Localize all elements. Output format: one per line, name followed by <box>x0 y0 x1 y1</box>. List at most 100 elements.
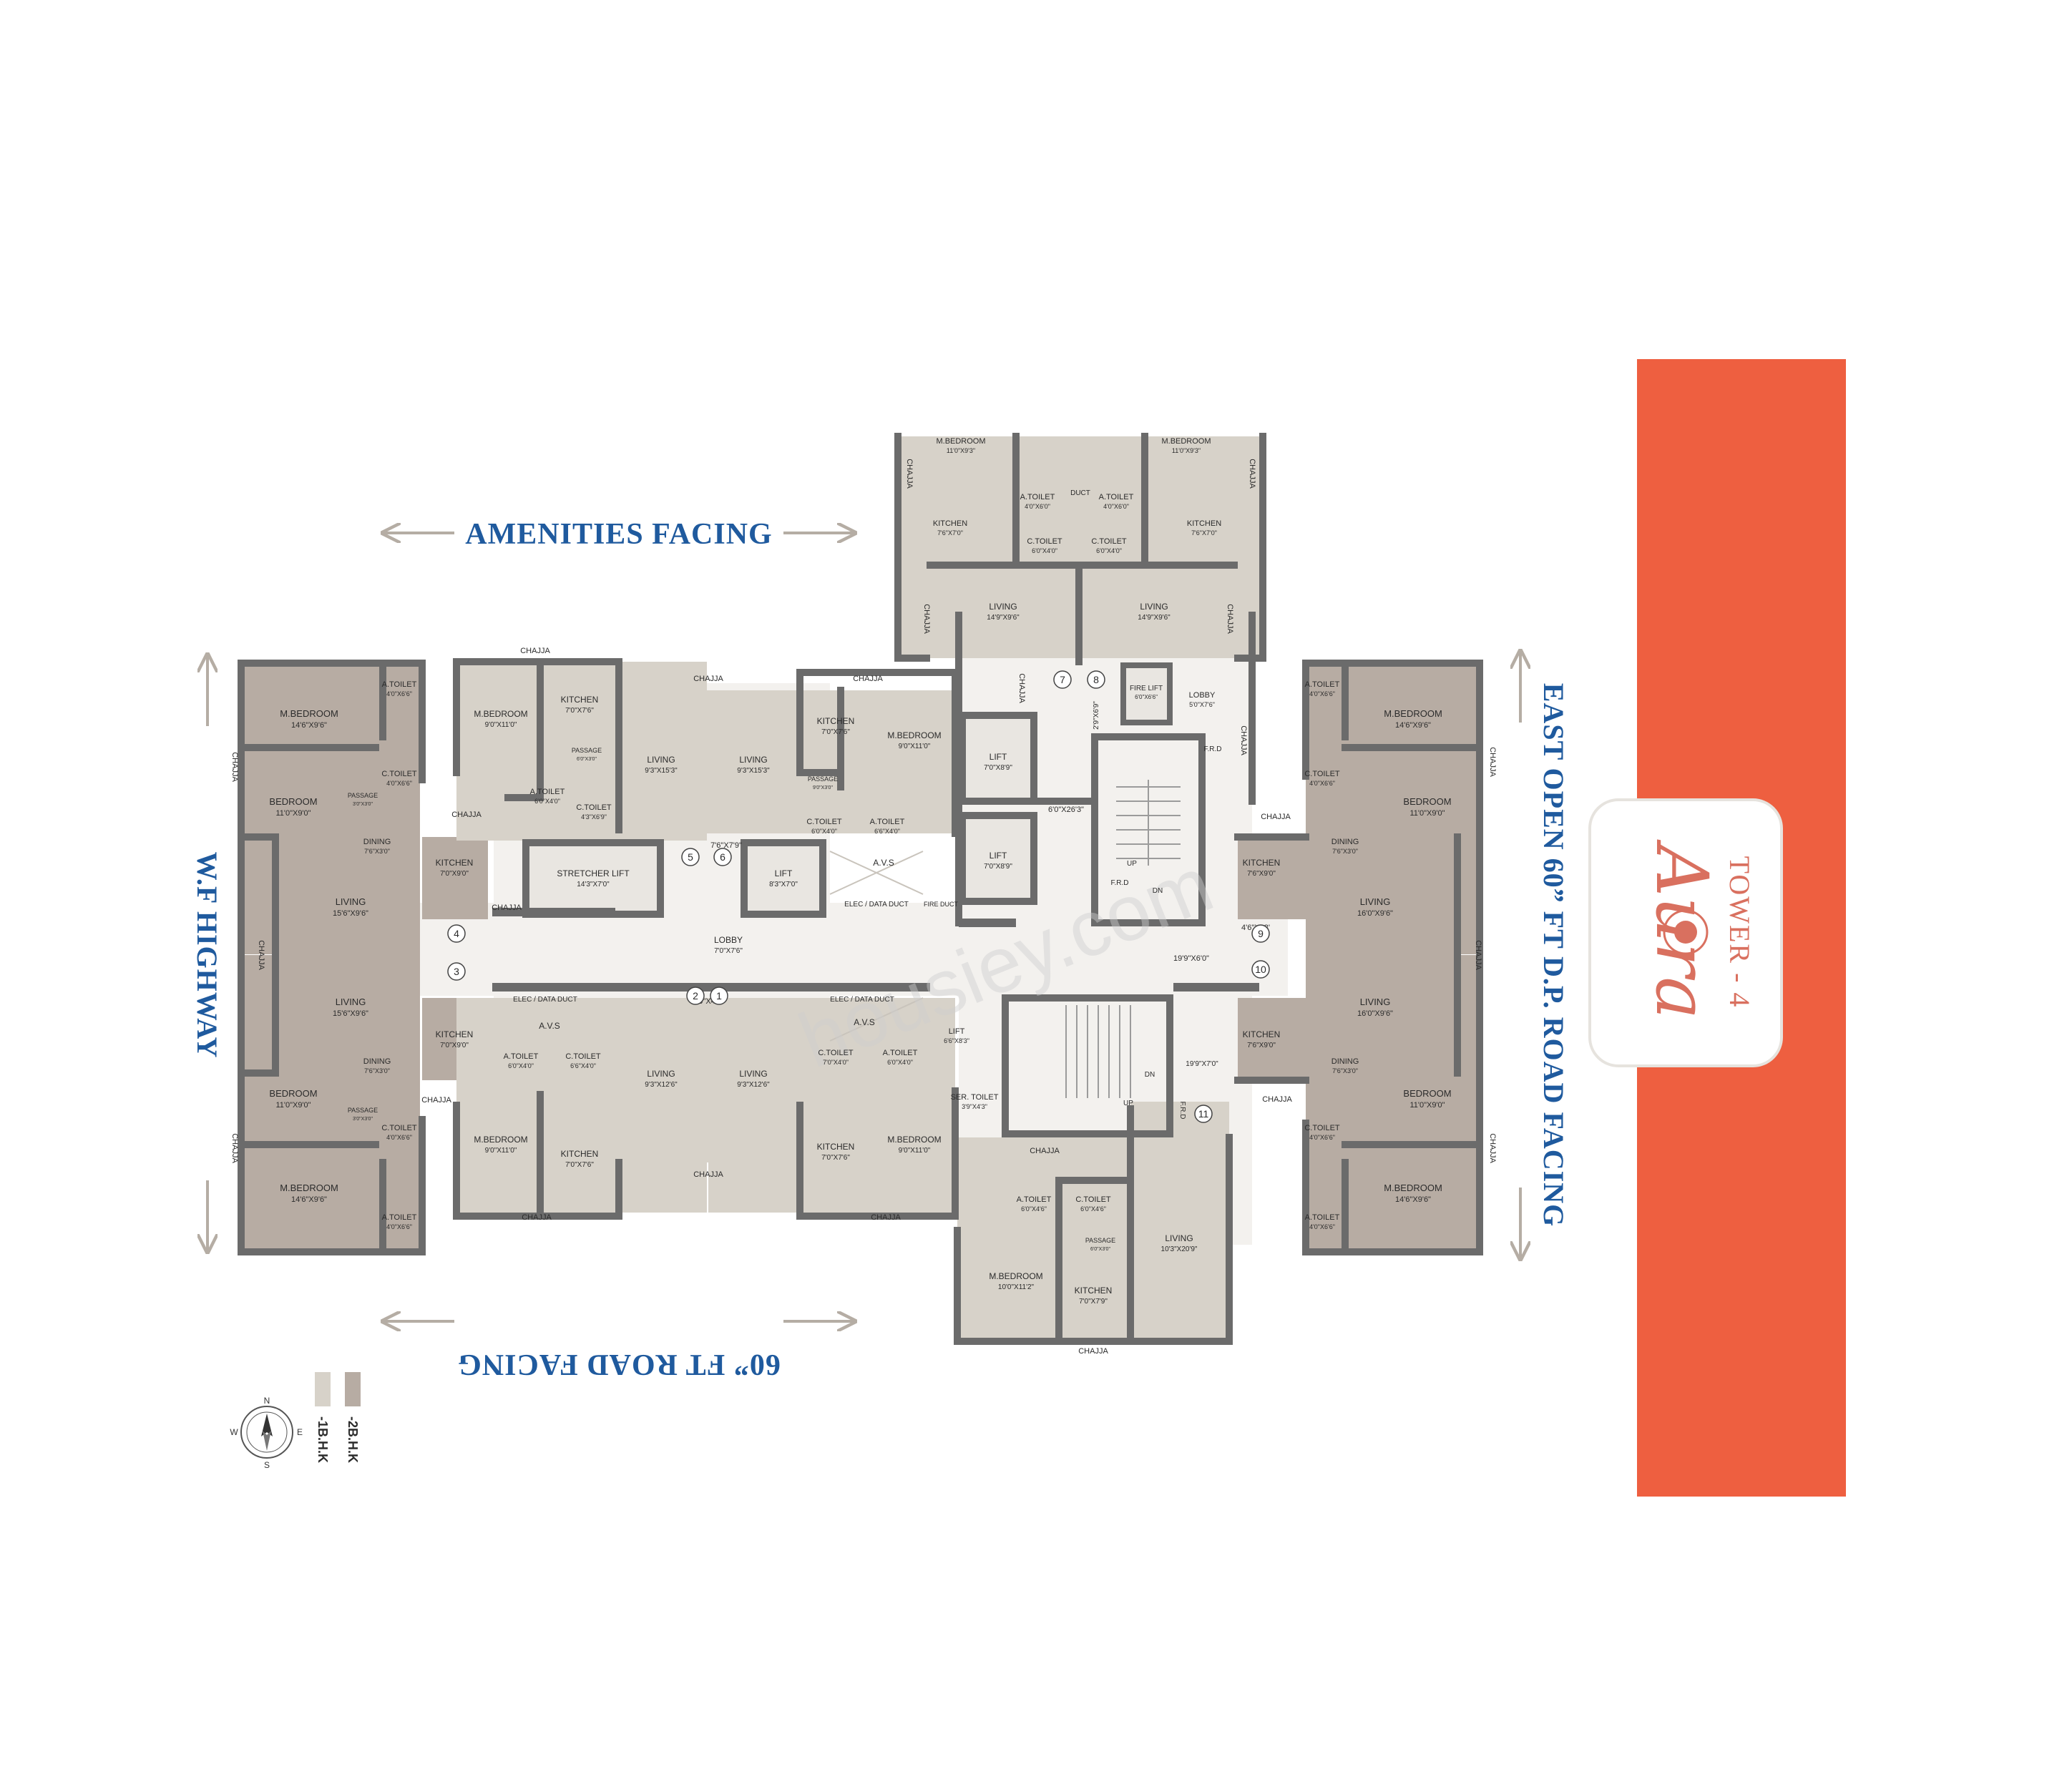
room-dim: 3'0"X3'0" <box>353 802 373 807</box>
compass-icon: N S E W <box>230 1396 303 1470</box>
room-name: BEDROOM <box>269 1088 317 1099</box>
misc-labels: CHAJJA CHAJJA CHAJJA CHAJJA CHAJJA CHAJJ… <box>230 459 1497 1356</box>
room-name: BEDROOM <box>1403 796 1451 807</box>
frd-label: F.R.D <box>1204 745 1222 753</box>
room-dim: 7'6"X3'0" <box>1332 848 1358 855</box>
room-name: PASSAGE <box>1085 1237 1115 1244</box>
unit-6 <box>708 690 952 833</box>
room-dim: 10'3"X20'9" <box>1161 1245 1198 1253</box>
room-dim: 7'0"X7'9" <box>1079 1298 1108 1306</box>
flat-number-7: 7 <box>1053 670 1072 689</box>
lotus-icon <box>1663 909 1709 955</box>
room-name: LIFT <box>989 752 1007 762</box>
room-dim: 4'0"X6'6" <box>1309 690 1335 697</box>
frd-label: F.R.D <box>1178 1102 1186 1120</box>
building <box>238 433 1483 1345</box>
room-dim: 6'0"X3'0" <box>577 757 597 762</box>
chajja-label: CHAJJA <box>451 811 482 819</box>
room-dim: 4'0"X6'6" <box>386 690 412 697</box>
flat-number-label: 2 <box>693 990 698 1002</box>
room-dim: 9'3"X12'6" <box>645 1081 678 1089</box>
room-dim: 6'0"X4'0" <box>1096 547 1122 554</box>
unit-1 <box>708 998 955 1213</box>
flat-number-4: 4 <box>447 924 466 943</box>
corridor-walls <box>492 908 1259 992</box>
room-name: M.BEDROOM <box>989 1271 1042 1281</box>
room-dim: 6'0"X4'0" <box>534 798 560 805</box>
unit-10-living <box>1306 955 1457 1073</box>
flat-number-label: 3 <box>454 966 459 977</box>
room-name: KITCHEN <box>817 1142 855 1152</box>
room-name: PASSAGE <box>348 792 378 799</box>
room-name: M.BEDROOM <box>887 730 941 740</box>
room-name: C.TOILET <box>1027 537 1062 546</box>
room-dim: 9'3"X15'3" <box>737 767 770 775</box>
chajja-label: CHAJJA <box>1017 673 1026 703</box>
room-dim: 6'6"X8'3" <box>944 1037 969 1044</box>
room-dim: 16'0"X9'6" <box>1357 1009 1393 1018</box>
room-name: KITCHEN <box>1187 519 1221 528</box>
dim-label: 19'9"X6'0" <box>1173 954 1209 963</box>
room-name: C.TOILET <box>1075 1195 1111 1204</box>
room-dim: 6'6"X4'0" <box>570 1062 596 1069</box>
chajja-label: CHAJJA <box>1261 813 1291 821</box>
room-name: LIVING <box>647 755 675 765</box>
chajja-label: CHAJJA <box>1239 725 1248 755</box>
room-dim: 7'6"X7'0" <box>937 529 963 537</box>
room-name: C.TOILET <box>1091 537 1127 546</box>
room-dim: 9'0"X11'0" <box>485 1147 517 1155</box>
room-dim: 14'6"X9'6" <box>291 721 327 730</box>
room-dim: 4'0"X6'6" <box>386 1134 412 1141</box>
chajja-label: CHAJJA <box>693 675 723 683</box>
room-name: LIFT <box>775 868 793 878</box>
up-label: UP <box>1123 1100 1133 1107</box>
room-name: A.TOILET <box>504 1052 539 1061</box>
walls <box>238 433 1483 1345</box>
legend: -1B.H.K -2B.H.K <box>315 1372 361 1463</box>
room-name: FIRE LIFT <box>1130 685 1163 692</box>
room-name: C.TOILET <box>576 803 612 812</box>
room-dim: 11'0"X9'0" <box>275 809 311 818</box>
room-name: M.BEDROOM <box>936 437 985 446</box>
room-dim: 6'0"X4'6" <box>1021 1205 1047 1213</box>
room-dim: 7'0"X8'9" <box>984 863 1012 871</box>
brand-logo: TOWER - 4 Aura <box>1640 839 1756 1019</box>
lift-c <box>959 812 1037 905</box>
room-name: KITCHEN <box>436 1029 474 1039</box>
unit-5-living <box>619 690 708 833</box>
flat-number-label: 11 <box>1198 1108 1209 1120</box>
stretcher-lift <box>522 839 664 918</box>
room-name: LIVING <box>1360 997 1391 1007</box>
room-dim: 7'0"X7'6" <box>565 1161 594 1169</box>
dn-label: DN <box>1145 1071 1155 1079</box>
room-dim: 6'0"X4'0" <box>508 1062 534 1069</box>
fire-duct-label: FIRE DUCT <box>924 901 958 908</box>
chajja-label: CHAJJA <box>1030 1147 1060 1155</box>
flat-number-11: 11 <box>1194 1105 1213 1123</box>
room-name: A.TOILET <box>1017 1195 1052 1204</box>
room-name: C.TOILET <box>381 1124 417 1132</box>
room-name: M.BEDROOM <box>1384 708 1442 719</box>
